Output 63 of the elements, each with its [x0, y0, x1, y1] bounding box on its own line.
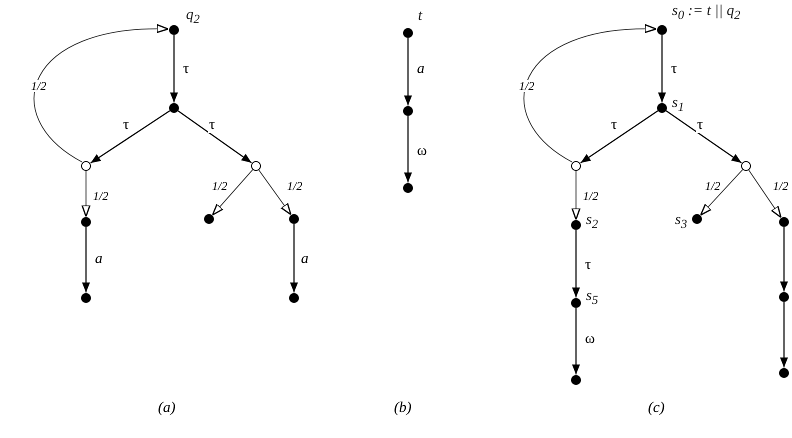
transition-arrow: [572, 230, 580, 298]
transition-arrow: [290, 224, 298, 292]
edge-label: 1/2: [582, 190, 600, 202]
edge-label: 1/2: [772, 180, 790, 192]
probabilistic-arrow: [572, 170, 580, 220]
state-label: s$_{3}$: [675, 213, 688, 230]
transition-arrow: [666, 110, 742, 164]
edge-label: 1/2: [30, 80, 48, 92]
probabilistic-arrow: [258, 170, 292, 216]
state-dot: [81, 293, 91, 303]
probabilistic-arrow: [34, 24, 169, 162]
transition-arrow: [404, 116, 412, 182]
branch-state-circle: [741, 161, 751, 171]
edge-label: 1/2: [286, 180, 304, 192]
state-dot: [692, 214, 702, 224]
probabilistic-arrow: [82, 170, 90, 218]
state-dot: [657, 25, 667, 35]
state-dot: [289, 214, 299, 224]
state-dot: [403, 183, 413, 193]
state-dot: [169, 103, 179, 113]
panel-caption: (a): [158, 400, 176, 417]
probabilistic-arrow: [700, 169, 744, 216]
state-dot: [403, 106, 413, 116]
state-dot: [571, 375, 581, 385]
transition-arrow: [82, 227, 90, 292]
state-label: s$_{1}$: [672, 96, 684, 114]
transition-arrow: [178, 110, 252, 164]
panel-caption: (c): [648, 400, 665, 417]
state-dot: [571, 298, 581, 308]
transition-arrow: [170, 35, 178, 102]
transition-arrow: [780, 227, 788, 292]
edge-label: 1/2: [211, 180, 228, 192]
transition-arrow: [572, 308, 580, 374]
state-label: s$_{0}$ := t || q$_{2}$: [672, 4, 740, 22]
panel-caption: (b): [394, 400, 412, 417]
branch-state-circle: [571, 161, 581, 171]
probabilistic-arrow: [212, 169, 254, 216]
state-dot: [657, 103, 667, 113]
edge-label: 1/2: [518, 80, 536, 92]
edge-label: 1/2: [704, 180, 722, 192]
transition-arrow: [90, 110, 170, 164]
transition-arrow: [780, 302, 788, 368]
state-dot: [779, 292, 789, 302]
probabilistic-arrow: [524, 24, 657, 162]
transition-arrow: [404, 38, 412, 106]
state-label: t: [418, 9, 422, 24]
state-dot: [779, 368, 789, 378]
state-label: s$_{5}$: [586, 289, 598, 306]
branch-state-circle: [251, 161, 261, 171]
branch-state-circle: [81, 161, 91, 171]
state-dot: [204, 214, 214, 224]
transition-arrow: [658, 35, 666, 102]
transition-arrow: [580, 110, 658, 164]
state-dot: [571, 220, 581, 230]
state-dot: [403, 28, 413, 38]
state-dot: [289, 293, 299, 303]
probabilistic-arrow: [748, 170, 782, 218]
state-label: s$_{2}$: [586, 213, 598, 230]
state-dot: [81, 217, 91, 227]
state-dot: [169, 25, 179, 35]
state-label: q$_{2}$: [186, 8, 200, 26]
state-dot: [779, 217, 789, 227]
edge-label: 1/2: [92, 190, 110, 202]
